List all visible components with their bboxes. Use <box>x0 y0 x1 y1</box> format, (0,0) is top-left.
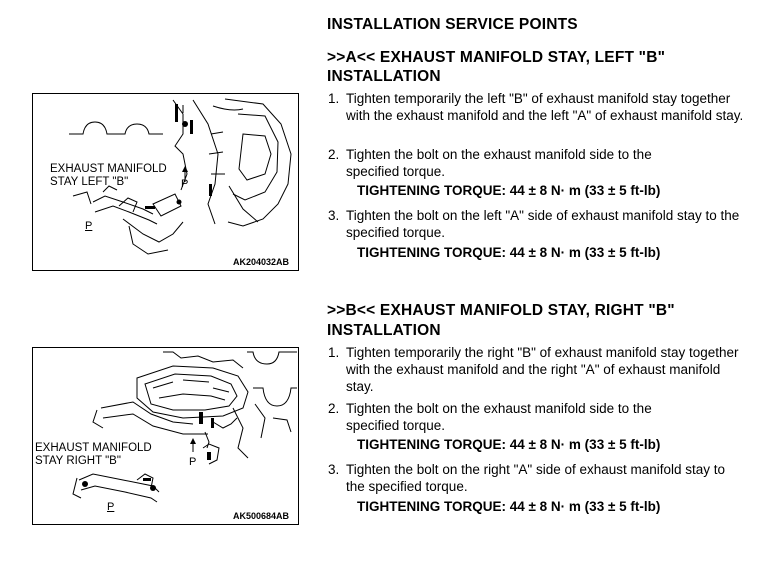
section-a-torque-1: TIGHTENING TORQUE: 44 ± 8 N· m (33 ± 5 f… <box>357 183 661 198</box>
section-a-step-3: 3. Tighten the bolt on the left "A" side… <box>328 207 763 241</box>
callout-line-2: STAY RIGHT "B" <box>35 455 121 467</box>
section-b-torque-2: TIGHTENING TORQUE: 44 ± 8 N· m (33 ± 5 f… <box>357 499 661 514</box>
step-number: 2. <box>328 401 340 416</box>
step-text: Tighten the bolt on the right "A" side o… <box>346 462 726 494</box>
engine-illustration-b <box>72 351 297 503</box>
figure-right-stay: EXHAUST MANIFOLD STAY RIGHT "B" P P AK50… <box>32 347 299 525</box>
section-a-step-1: 1. Tighten temporarily the left "B" of e… <box>328 90 758 142</box>
figure-code: AK500684AB <box>233 511 290 521</box>
section-b-heading: >>B<< EXHAUST MANIFOLD STAY, RIGHT "B" <box>327 302 675 319</box>
p-marker: P <box>107 501 115 513</box>
step-text: Tighten the bolt on the exhaust manifold… <box>346 401 652 433</box>
callout-line-1: EXHAUST MANIFOLD <box>35 442 152 454</box>
callout-line-1: EXHAUST MANIFOLD <box>50 163 167 175</box>
step-text: Tighten the bolt on the left "A" side of… <box>346 208 740 240</box>
section-b-heading-cont: INSTALLATION <box>327 322 441 339</box>
section-b-torque-1: TIGHTENING TORQUE: 44 ± 8 N· m (33 ± 5 f… <box>357 437 661 452</box>
section-b-step-3: 3. Tighten the bolt on the right "A" sid… <box>328 461 763 495</box>
step-number: 3. <box>328 208 340 223</box>
p-marker: P <box>189 456 197 468</box>
step-number: 2. <box>328 147 340 162</box>
step-number: 1. <box>328 91 340 106</box>
section-a-step-2: 2. Tighten the bolt on the exhaust manif… <box>328 146 758 180</box>
step-number: 3. <box>328 462 340 477</box>
callout-line-2: STAY LEFT "B" <box>50 176 129 188</box>
p-marker: P <box>181 178 189 190</box>
p-marker: P <box>85 220 93 232</box>
step-number: 1. <box>328 345 340 360</box>
step-text: Tighten temporarily the left "B" of exha… <box>346 91 744 123</box>
figure-a-callout: EXHAUST MANIFOLD STAY LEFT "B" <box>50 163 167 189</box>
figure-b-callout: EXHAUST MANIFOLD STAY RIGHT "B" <box>35 442 152 468</box>
section-a-heading: >>A<< EXHAUST MANIFOLD STAY, LEFT "B" <box>327 49 666 66</box>
page-title: INSTALLATION SERVICE POINTS <box>327 16 578 33</box>
section-b-step-2: 2. Tighten the bolt on the exhaust manif… <box>328 400 758 434</box>
step-text: Tighten the bolt on the exhaust manifold… <box>346 147 652 179</box>
step-text: Tighten temporarily the right "B" of exh… <box>346 345 739 394</box>
section-a-heading-cont: INSTALLATION <box>327 68 441 85</box>
section-b-step-1: 1. Tighten temporarily the right "B" of … <box>328 344 758 396</box>
section-a-torque-2: TIGHTENING TORQUE: 44 ± 8 N· m (33 ± 5 f… <box>357 245 661 260</box>
figure-left-stay: EXHAUST MANIFOLD STAY LEFT "B" P P AK204… <box>32 93 299 271</box>
figure-code: AK204032AB <box>233 257 290 267</box>
engine-illustration-a <box>69 98 292 255</box>
